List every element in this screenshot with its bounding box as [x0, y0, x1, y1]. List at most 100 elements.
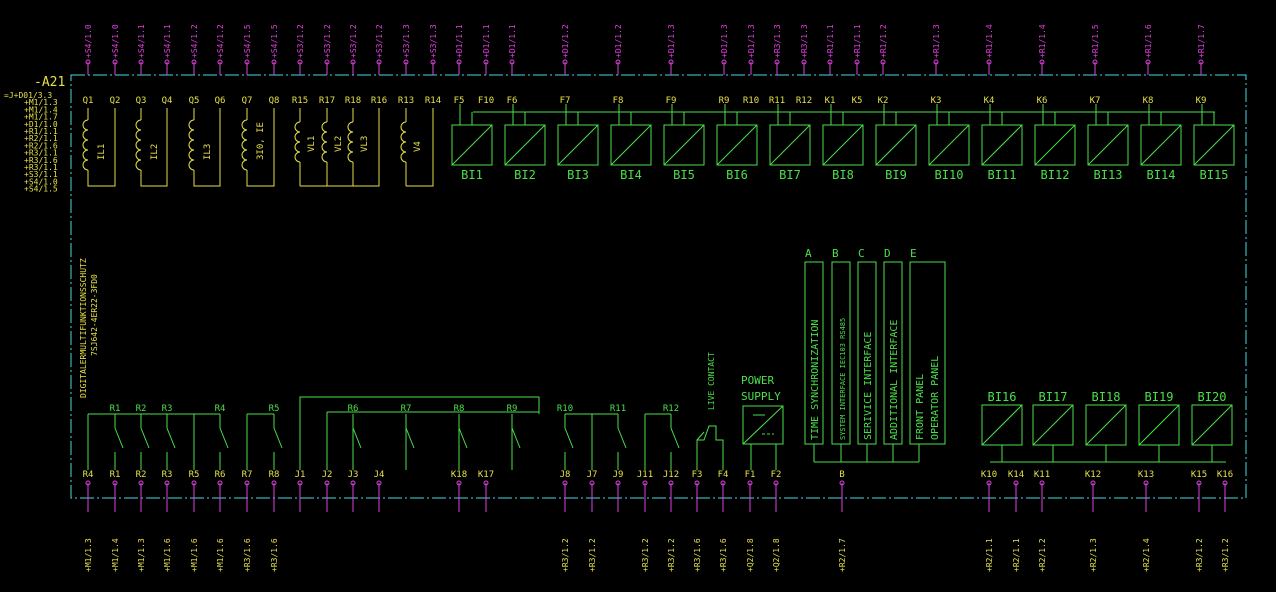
interface-label: SERIVICE INTERFACE [863, 332, 874, 440]
top-terminal-point [615, 59, 621, 65]
top-terminal-label: K6 [1037, 96, 1048, 106]
top-terminal-point [164, 59, 170, 65]
top-terminal-ref: +S4/1.1 [137, 24, 146, 58]
top-terminal-point [668, 59, 674, 65]
live-contact-label: LIVE CONTACT [707, 352, 716, 410]
bottom-terminal-label: F1 [745, 470, 756, 480]
bottom-terminal-ref: +Q2/1.8 [746, 538, 755, 572]
binary-input-label: BI16 [988, 390, 1017, 404]
bottom-terminal-ref: +M1/1.3 [137, 538, 146, 572]
bottom-terminal-label: R6 [215, 470, 226, 480]
top-terminal-ref: +R1/1.4 [1038, 24, 1047, 58]
bottom-terminal-ref: +R3/1.6 [693, 538, 702, 572]
top-terminal-point [324, 59, 330, 65]
bottom-terminal-point [350, 480, 356, 486]
bottom-terminal-label: K15 [1191, 470, 1207, 480]
bottom-terminal-label: K17 [478, 470, 494, 480]
relay-label: R4 [215, 404, 226, 414]
bottom-terminal-ref: +M1/1.4 [111, 538, 120, 572]
binary-input-label: BI19 [1145, 390, 1174, 404]
top-terminal-label: K7 [1090, 96, 1101, 106]
bottom-terminal-ref: +M1/1.6 [216, 538, 225, 572]
binary-input-label: BI3 [567, 168, 589, 182]
bottom-terminal-label: J3 [348, 470, 359, 480]
left-ref: +M1/1.4 [24, 105, 58, 114]
top-terminal-label: Q6 [215, 96, 226, 106]
top-terminal-label: F5 [454, 96, 465, 106]
device-type: 7SJ642-4ER22-3FD0 [90, 274, 99, 356]
interface-label: OPERATOR PANEL [930, 356, 941, 440]
top-terminal-point [456, 59, 462, 65]
relay-label: R3 [162, 404, 173, 414]
interface-label: ADDITIONAL INTERFACE [889, 320, 900, 440]
bottom-terminal-label: K14 [1008, 470, 1024, 480]
left-ref: +M1/1.3 [24, 98, 58, 107]
bottom-terminal-point [642, 480, 648, 486]
bottom-terminal-ref: +R2/1.7 [838, 538, 847, 572]
top-terminal-point [801, 59, 807, 65]
top-terminal-ref: +R3/1.3 [800, 24, 809, 58]
binary-input-label: BI11 [988, 168, 1017, 182]
top-terminal-label: Q2 [110, 96, 121, 106]
top-terminal-point [138, 59, 144, 65]
left-ref: +R3/1.6 [24, 156, 58, 165]
binary-input-label: BI20 [1198, 390, 1227, 404]
top-terminal-label: R9 [719, 96, 730, 106]
current-input-loop [246, 108, 275, 187]
top-terminal-point [1039, 59, 1045, 65]
binary-input-label: BI2 [514, 168, 536, 182]
voltage-transformer-coil [400, 121, 407, 163]
left-ref: =J+D01/3.3 [4, 91, 52, 100]
relay-label: R12 [663, 404, 679, 414]
interface-label: TIME SYNCHRONIZATION [810, 320, 821, 440]
relay-contact [564, 427, 574, 449]
relay-label: R7 [401, 404, 412, 414]
bottom-terminal-point [986, 480, 992, 486]
binary-input-label: BI7 [779, 168, 801, 182]
relay-contact [511, 427, 521, 449]
top-terminal-label: Q4 [162, 96, 173, 106]
top-terminal-label: F9 [666, 96, 677, 106]
current-input-label: IL2 [150, 144, 160, 160]
bottom-terminal-point [1143, 480, 1149, 486]
top-terminal-ref: +S3/1.2 [296, 24, 305, 58]
current-input-label: IL3 [203, 144, 213, 160]
interface-letter: A [805, 247, 812, 260]
bottom-terminal-label: K18 [451, 470, 467, 480]
bottom-terminal-ref: +R2/1.1 [1012, 538, 1021, 572]
bottom-terminal-point [615, 480, 621, 486]
bottom-terminal-point [138, 480, 144, 486]
top-terminal-point [933, 59, 939, 65]
bottom-terminal-point [668, 480, 674, 486]
voltage-input-label: VL3 [360, 136, 370, 152]
top-terminal-label: F8 [613, 96, 624, 106]
top-terminal-ref: +S4/1.5 [243, 24, 252, 58]
top-terminal-point [827, 59, 833, 65]
bottom-terminal-ref: +R2/1.4 [1142, 538, 1151, 572]
bottom-terminal-point [1039, 480, 1045, 486]
top-terminal-ref: +S4/1.2 [216, 24, 225, 58]
top-terminal-point [85, 59, 91, 65]
top-terminal-label: F10 [478, 96, 494, 106]
binary-input-label: BI5 [673, 168, 695, 182]
top-terminal-ref: +S3/1.2 [349, 24, 358, 58]
top-terminal-point [562, 59, 568, 65]
relay-contact [166, 427, 176, 449]
top-terminal-label: K8 [1143, 96, 1154, 106]
bottom-terminal-point [589, 480, 595, 486]
bottom-terminal-point [1090, 480, 1096, 486]
top-terminal-point [774, 59, 780, 65]
bottom-terminal-point [1222, 480, 1228, 486]
top-terminal-point [112, 59, 118, 65]
top-terminal-label: Q1 [83, 96, 94, 106]
top-terminal-point [376, 59, 382, 65]
top-terminal-label: R16 [371, 96, 387, 106]
bottom-terminal-point [191, 480, 197, 486]
bottom-terminal-ref: +R2/1.1 [985, 538, 994, 572]
bottom-terminal-point [112, 480, 118, 486]
top-terminal-label: R10 [743, 96, 759, 106]
bottom-terminal-ref: +R3/1.2 [667, 538, 676, 572]
bottom-terminal-label: J2 [322, 470, 333, 480]
top-terminal-ref: +S3/1.3 [429, 24, 438, 58]
